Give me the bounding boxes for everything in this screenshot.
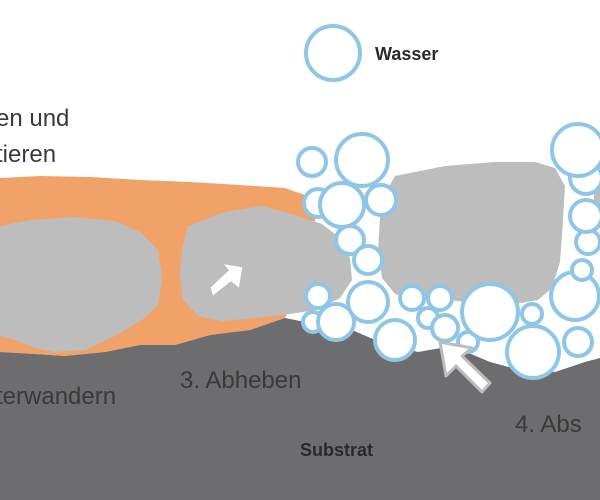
step-label-bottom-left: terwandern [0, 383, 116, 410]
water-bubble [296, 146, 328, 178]
step-label-top-left-line1: en und [0, 105, 69, 132]
water-bubble [550, 122, 600, 178]
arrow-up-right-icon [207, 260, 246, 300]
water-bubble-icon [304, 24, 362, 82]
water-bubble [568, 198, 600, 234]
soil-particle-3 [378, 162, 565, 305]
step-label-4: 4. Abs [515, 411, 582, 438]
water-bubble [426, 284, 454, 312]
water-bubble [334, 132, 390, 188]
water-bubble [334, 224, 366, 256]
water-bubbles [296, 122, 600, 380]
step-label-3: 3. Abheben [180, 367, 301, 394]
water-bubble [352, 244, 384, 276]
water-bubble [460, 282, 520, 342]
water-bubble [316, 302, 356, 342]
water-bubble [430, 313, 460, 343]
substrate-label: Substrat [300, 440, 373, 460]
soil-particle-1 [0, 217, 162, 352]
water-bubble [505, 324, 561, 380]
water-bubble [373, 318, 417, 362]
water-bubble [364, 183, 398, 217]
water-bubble [570, 258, 594, 282]
water-bubble [520, 302, 544, 326]
water-bubble [562, 326, 594, 358]
water-bubble [398, 284, 426, 312]
water-bubble [318, 181, 366, 229]
legend-water-label: Wasser [375, 44, 438, 64]
step-label-top-left-line2: tieren [0, 141, 56, 168]
arrow-up-left-icon [438, 340, 492, 394]
water-bubble [346, 280, 390, 324]
water-bubble [304, 282, 332, 310]
